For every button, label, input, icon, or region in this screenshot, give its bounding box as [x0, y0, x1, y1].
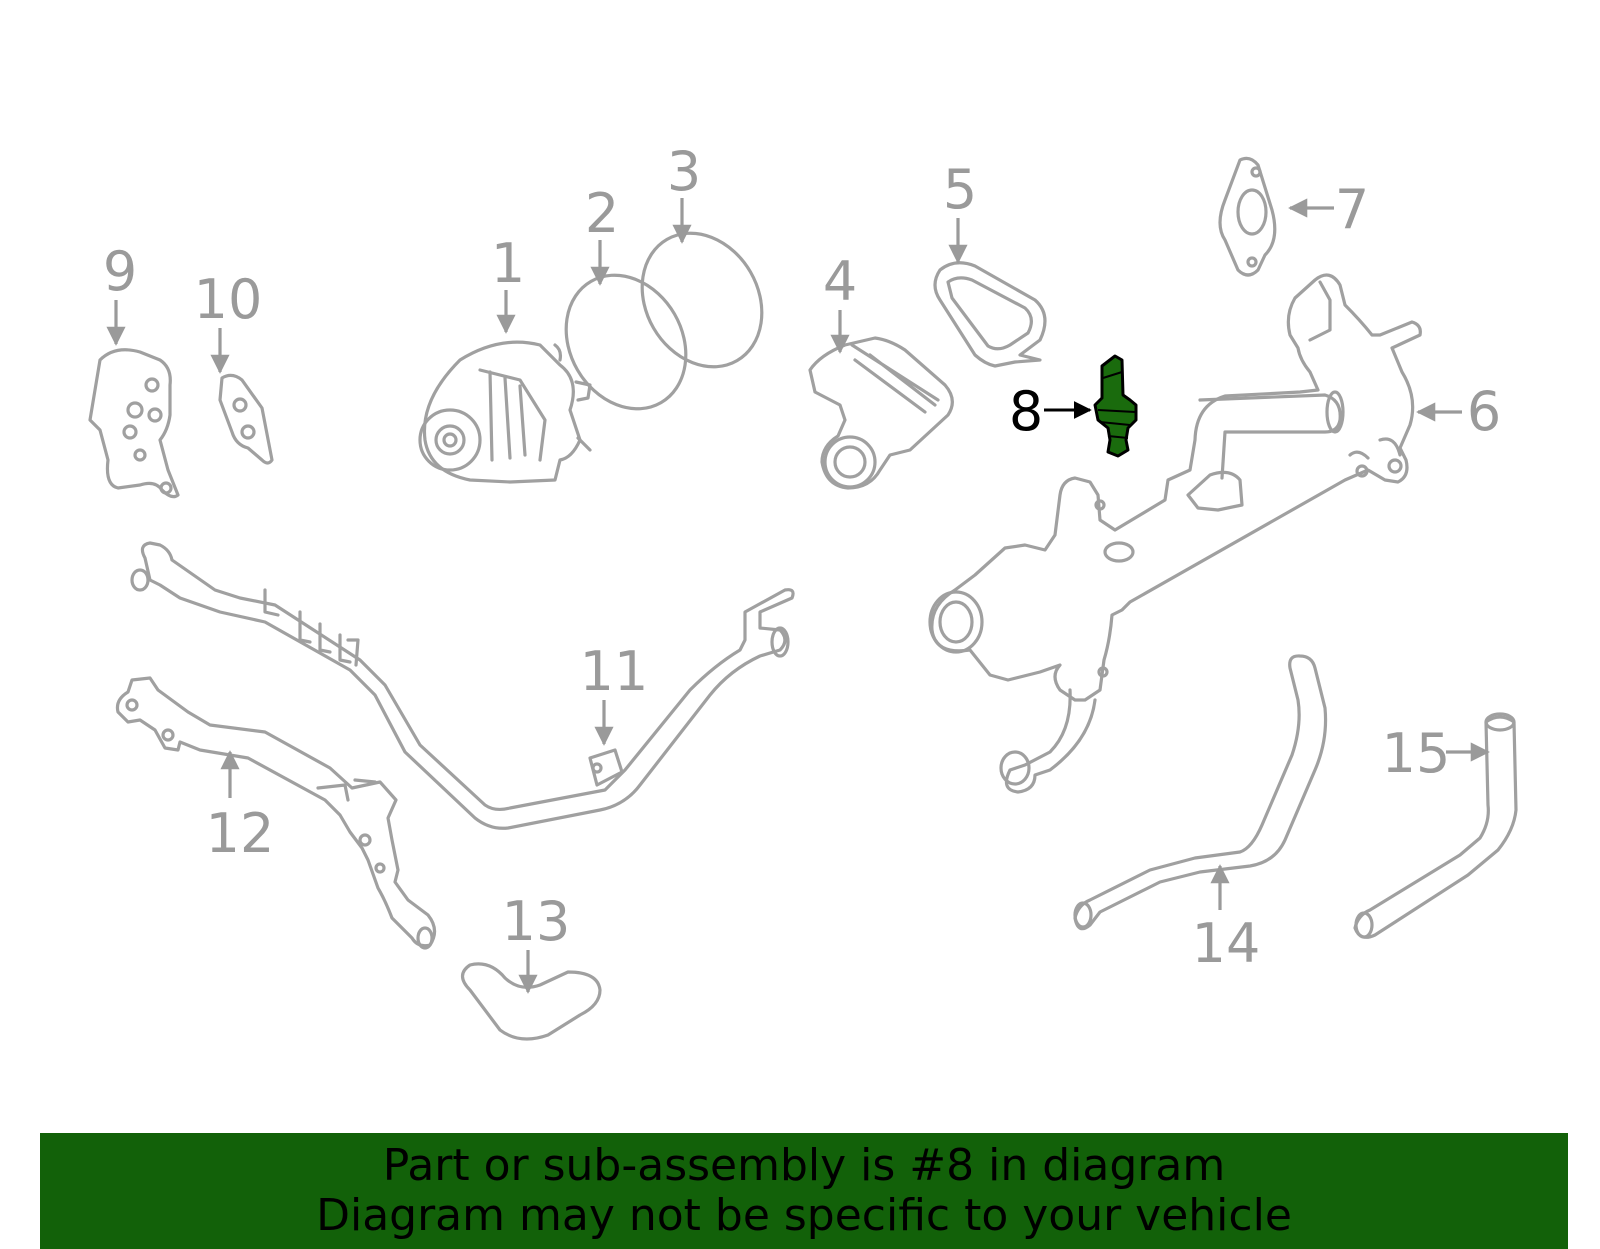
- label-6[interactable]: 6: [1467, 380, 1501, 443]
- label-9[interactable]: 9: [103, 240, 137, 303]
- label-7[interactable]: 7: [1335, 178, 1369, 241]
- info-banner: Part or sub-assembly is #8 in diagram Di…: [40, 1133, 1568, 1249]
- leader-arrows: [106, 198, 1490, 994]
- label-11[interactable]: 11: [580, 640, 649, 703]
- part-8-sensor[interactable]: [1093, 354, 1138, 458]
- part-7-gasket[interactable]: [1218, 156, 1277, 277]
- part-13-hose[interactable]: [460, 962, 602, 1041]
- label-15[interactable]: 15: [1382, 722, 1451, 785]
- label-1[interactable]: 1: [491, 232, 525, 295]
- part-10-gasket[interactable]: [218, 373, 274, 465]
- label-8[interactable]: 8: [1009, 380, 1043, 443]
- label-14[interactable]: 14: [1192, 912, 1261, 975]
- part-9-bracket[interactable]: [88, 348, 180, 499]
- label-5[interactable]: 5: [943, 158, 977, 221]
- part-3-o-ring[interactable]: [619, 211, 786, 388]
- part-15-hose[interactable]: [1353, 712, 1518, 939]
- label-12[interactable]: 12: [206, 802, 275, 865]
- label-2[interactable]: 2: [585, 182, 619, 245]
- banner-line-2: Diagram may not be specific to your vehi…: [316, 1190, 1292, 1241]
- banner-line-1: Part or sub-assembly is #8 in diagram: [382, 1140, 1226, 1191]
- part-1-water-pump[interactable]: [418, 340, 592, 484]
- part-11-water-pipe[interactable]: [130, 541, 795, 830]
- part-4-thermostat-housing[interactable]: [808, 336, 954, 490]
- part-14-hose[interactable]: [1073, 654, 1328, 931]
- part-5-gasket[interactable]: [933, 261, 1047, 368]
- label-3[interactable]: 3: [667, 140, 701, 203]
- label-13[interactable]: 13: [502, 890, 571, 953]
- label-10[interactable]: 10: [194, 268, 263, 331]
- part-12-water-pipe[interactable]: [115, 676, 437, 950]
- label-4[interactable]: 4: [823, 250, 857, 313]
- part-6-water-pipe[interactable]: [928, 273, 1422, 794]
- part-labels: 1 2 3 4 5 6 7 8 9 10 11 12 13 14 15: [103, 140, 1501, 975]
- part-2-o-ring[interactable]: [543, 253, 710, 430]
